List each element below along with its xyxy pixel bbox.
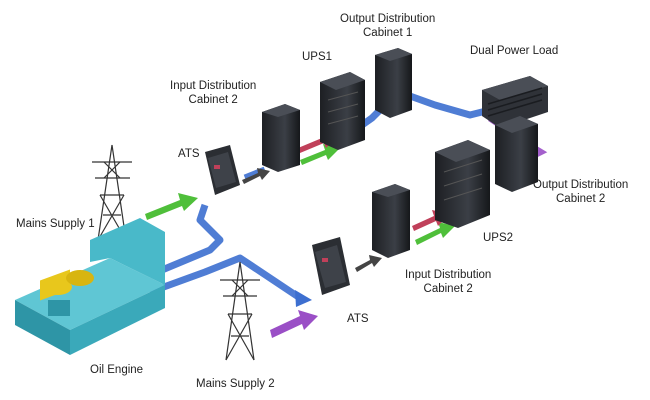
label-ups1: UPS1 [302, 50, 332, 64]
label-line: Cabinet 2 [423, 283, 473, 295]
output-cabinet-1-graphic [375, 48, 412, 118]
line-engine-to-ats-top [148, 203, 224, 279]
ups2-graphic [435, 140, 490, 228]
label-mains-supply-1: Mains Supply 1 [16, 217, 95, 231]
label-ats-top: ATS [178, 147, 200, 161]
input-cabinet-bottom-graphic [372, 184, 410, 258]
line-output-cabinet-1-to-load [408, 92, 491, 119]
line-engine-to-ats-bottom [148, 254, 302, 301]
label-line: Cabinet 1 [363, 27, 413, 39]
label-oil-engine: Oil Engine [90, 363, 143, 377]
ats-top-graphic [205, 145, 240, 195]
label-line: ATS [178, 148, 200, 160]
label-dual-power-load: Dual Power Load [470, 44, 558, 58]
label-line: Mains Supply 2 [196, 378, 275, 390]
tower-mains-1 [92, 144, 132, 241]
green-arrow-ups1 [300, 144, 340, 165]
label-line: UPS2 [483, 232, 514, 244]
label-line: Oil Engine [90, 364, 144, 376]
label-ups2: UPS2 [483, 231, 513, 245]
dark-arrow-ats-top [242, 168, 270, 184]
label-line: Input Distribution [405, 269, 492, 281]
label-line: Cabinet 2 [188, 94, 238, 106]
green-arrow-mains-1 [145, 193, 198, 220]
label-line: Output Distribution [340, 13, 436, 25]
blue-arrowhead-ats-bottom [295, 290, 312, 307]
label-line: Input Distribution [170, 80, 257, 92]
input-cabinet-top-graphic [262, 104, 300, 172]
oil-engine-graphic [15, 218, 165, 355]
output-cabinet-2-graphic [495, 116, 538, 192]
green-arrow-ups2 [415, 222, 455, 245]
ups1-graphic [320, 72, 365, 150]
label-mains-supply-2: Mains Supply 2 [196, 377, 275, 391]
label-line: Mains Supply 1 [16, 218, 95, 230]
tower-mains-2 [220, 261, 260, 361]
label-output-cabinet-1: Output Distribution Cabinet 1 [340, 12, 435, 40]
dark-arrow-ats-bottom [355, 255, 382, 272]
label-line: ATS [347, 313, 369, 325]
label-output-cabinet-2: Output Distribution Cabinet 2 [533, 178, 628, 206]
label-ats-bottom: ATS [347, 312, 369, 326]
label-input-cabinet-top: Input Distribution Cabinet 2 [170, 79, 256, 107]
label-line: UPS1 [302, 51, 333, 63]
dual-power-load-graphic [482, 76, 548, 128]
label-line: Dual Power Load [470, 45, 559, 57]
label-line: Output Distribution [533, 179, 629, 191]
label-line: Cabinet 2 [556, 193, 606, 205]
label-input-cabinet-bottom: Input Distribution Cabinet 2 [405, 268, 491, 296]
purple-arrow-mains-2 [270, 310, 318, 338]
ats-bottom-graphic [312, 237, 350, 295]
